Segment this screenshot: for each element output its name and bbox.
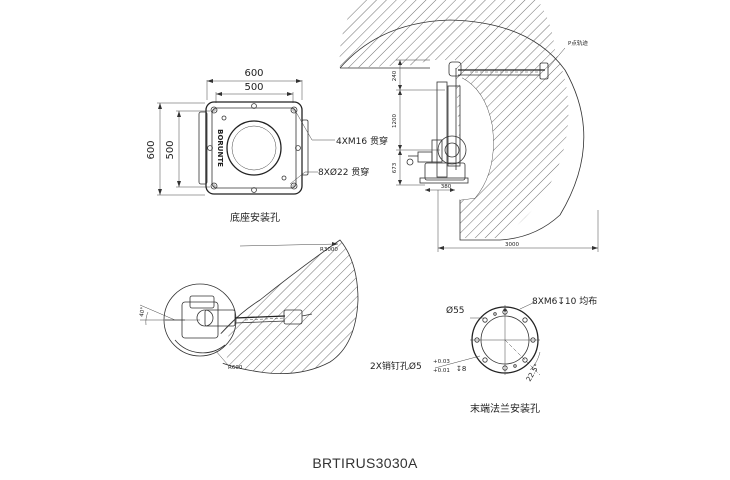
tol-minus: +0.01 bbox=[433, 368, 450, 374]
top-arm bbox=[234, 315, 286, 319]
top-workspace-hatch bbox=[199, 239, 359, 374]
tol-plus: +0.03 bbox=[433, 359, 450, 365]
model-name: BRTIRUS3030A bbox=[312, 455, 418, 471]
dim-240: 240 bbox=[392, 70, 398, 81]
pin-depth: ↧8 bbox=[456, 365, 466, 373]
dim-673: 673 bbox=[392, 162, 398, 173]
dim-380: 380 bbox=[441, 184, 452, 190]
label-p-track: P点轨迹 bbox=[568, 39, 588, 47]
flange-angle: 22.5° bbox=[525, 362, 541, 383]
dim-height-outer: 600 bbox=[146, 140, 157, 159]
label-angle: 40° bbox=[139, 306, 147, 317]
base-logo: BORUNTE bbox=[216, 129, 224, 167]
flange-view: Ø55 8XM6↧10 均布 2X销钉孔Ø5 +0.03 +0.01 ↧8 22… bbox=[370, 295, 597, 415]
note-bolts: 8XM6↧10 均布 bbox=[532, 295, 597, 307]
label-r600: R600 bbox=[228, 365, 243, 371]
note-thread: 4XM16 贯穿 bbox=[336, 135, 388, 147]
workspace-hatch-shape bbox=[339, 0, 569, 238]
side-workspace-view: P点轨迹 240 1200 673 380 bbox=[339, 0, 599, 252]
dim-height-inner: 500 bbox=[165, 140, 176, 159]
base-side-connector bbox=[198, 111, 208, 185]
dim-width-inner: 500 bbox=[244, 82, 263, 93]
dim-width-outer: 600 bbox=[244, 68, 263, 79]
base-mount-view: 600 500 600 500 bbox=[146, 68, 388, 224]
base-unit bbox=[424, 162, 466, 181]
top-workspace-view: 40° R3000 R600 bbox=[139, 239, 359, 374]
label-r3000: R3000 bbox=[320, 247, 338, 253]
note-holes: 8XØ22 贯穿 bbox=[318, 166, 369, 178]
caption-flange: 末端法兰安装孔 bbox=[470, 402, 540, 415]
note-pin: 2X销钉孔Ø5 bbox=[370, 360, 422, 372]
caption-base: 底座安装孔 bbox=[230, 211, 280, 224]
dim-3000: 3000 bbox=[505, 242, 519, 248]
dim-1200: 1200 bbox=[392, 114, 398, 128]
leader-thread bbox=[295, 111, 335, 141]
dim-flange-55: Ø55 bbox=[446, 305, 465, 316]
base-center-circle bbox=[226, 120, 282, 176]
